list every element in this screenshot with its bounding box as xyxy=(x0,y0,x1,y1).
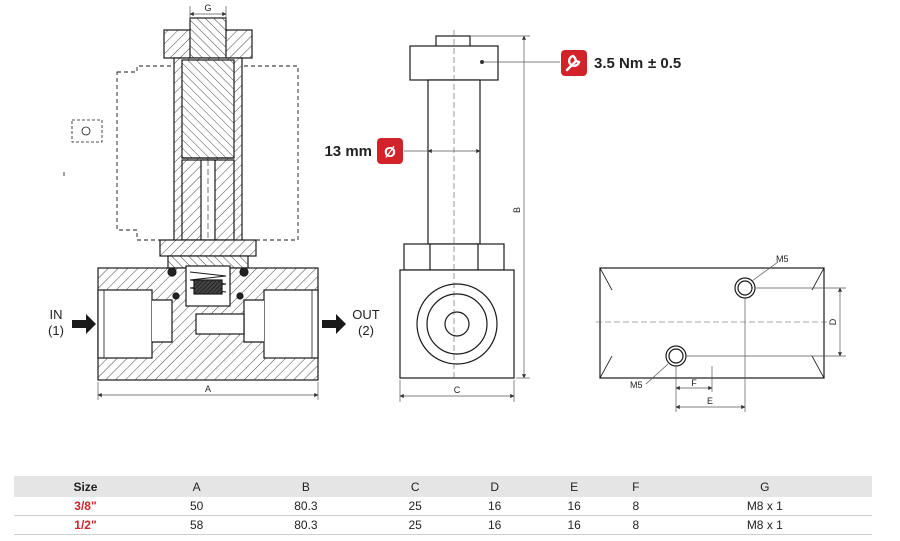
table-cell: 16 xyxy=(454,497,535,516)
table-header-e: E xyxy=(534,476,614,497)
dimension-d xyxy=(686,287,846,357)
diameter-icon xyxy=(377,138,403,164)
table-cell-size: 3/8" xyxy=(14,497,157,516)
torque-value: 3.5 Nm xyxy=(594,55,643,72)
dimension-e xyxy=(675,298,746,412)
bottom-view xyxy=(599,267,825,379)
table-cell: M8 x 1 xyxy=(657,497,872,516)
table-header-d: D xyxy=(454,476,535,497)
dimension-a xyxy=(97,382,319,400)
table-cell: M8 x 1 xyxy=(657,515,872,535)
dim-label-f: F xyxy=(691,378,697,388)
valve-technical-drawing: G A IN (1) OUT (2) B xyxy=(48,3,846,412)
diameter-callout: 13 mm Ø xyxy=(324,138,481,164)
table-row: 1/2" 58 80.3 25 16 16 8 M8 x 1 xyxy=(14,515,872,535)
dim-label-d: D xyxy=(828,318,838,325)
table-header-f: F xyxy=(613,476,658,497)
dim-label-a: A xyxy=(205,384,211,394)
outlet-number: (2) xyxy=(358,323,374,338)
table-cell: 8 xyxy=(613,497,658,516)
inlet-port: IN (1) xyxy=(48,307,96,338)
table-cell-size: 1/2" xyxy=(14,515,157,535)
diameter-symbol: Ø xyxy=(384,144,396,161)
inlet-number: (1) xyxy=(48,323,64,338)
table-cell: 58 xyxy=(156,515,237,535)
torque-tolerance: ± 0.5 xyxy=(648,55,681,72)
dim-label-c: C xyxy=(454,385,461,395)
table-cell: 50 xyxy=(156,497,237,516)
outlet-label: OUT xyxy=(352,307,380,322)
side-view xyxy=(399,35,515,379)
outlet-port: OUT (2) xyxy=(322,307,380,338)
dimensions-table: Size A B C D E F G 3/8" 50 80.3 25 16 16… xyxy=(14,476,872,535)
inlet-arrow-icon xyxy=(72,314,96,334)
table-header-b: B xyxy=(236,476,376,497)
m5-leaders xyxy=(645,261,779,385)
dimension-c xyxy=(399,380,515,402)
dim-label-m5-top: M5 xyxy=(776,254,789,264)
torque-callout: 3.5 Nm ± 0.5 xyxy=(480,50,681,76)
table-header-row: Size A B C D E F G xyxy=(14,476,872,497)
dimension-g xyxy=(189,6,227,20)
table-header-a: A xyxy=(156,476,237,497)
table-cell: 16 xyxy=(454,515,535,535)
table-cell: 25 xyxy=(375,515,455,535)
dim-label-e: E xyxy=(707,396,713,406)
table-cell: 16 xyxy=(534,497,614,516)
table-cell: 16 xyxy=(534,515,614,535)
table-cell: 80.3 xyxy=(236,497,376,516)
inlet-label: IN xyxy=(50,307,63,322)
dimension-b xyxy=(470,35,530,379)
outlet-arrow-icon xyxy=(322,314,346,334)
dim-label-g: G xyxy=(204,3,211,13)
table-row: 3/8" 50 80.3 25 16 16 8 M8 x 1 xyxy=(14,497,872,516)
dim-label-m5-bottom: M5 xyxy=(630,380,643,390)
table-header-size: Size xyxy=(14,476,157,497)
table-header-g: G xyxy=(657,476,872,497)
section-view xyxy=(63,17,319,381)
table-cell: 8 xyxy=(613,515,658,535)
dimension-f xyxy=(675,366,713,412)
diameter-value: 13 mm xyxy=(324,143,372,160)
table-header-c: C xyxy=(375,476,455,497)
table-cell: 80.3 xyxy=(236,515,376,535)
dim-label-b: B xyxy=(512,207,522,213)
table-cell: 25 xyxy=(375,497,455,516)
